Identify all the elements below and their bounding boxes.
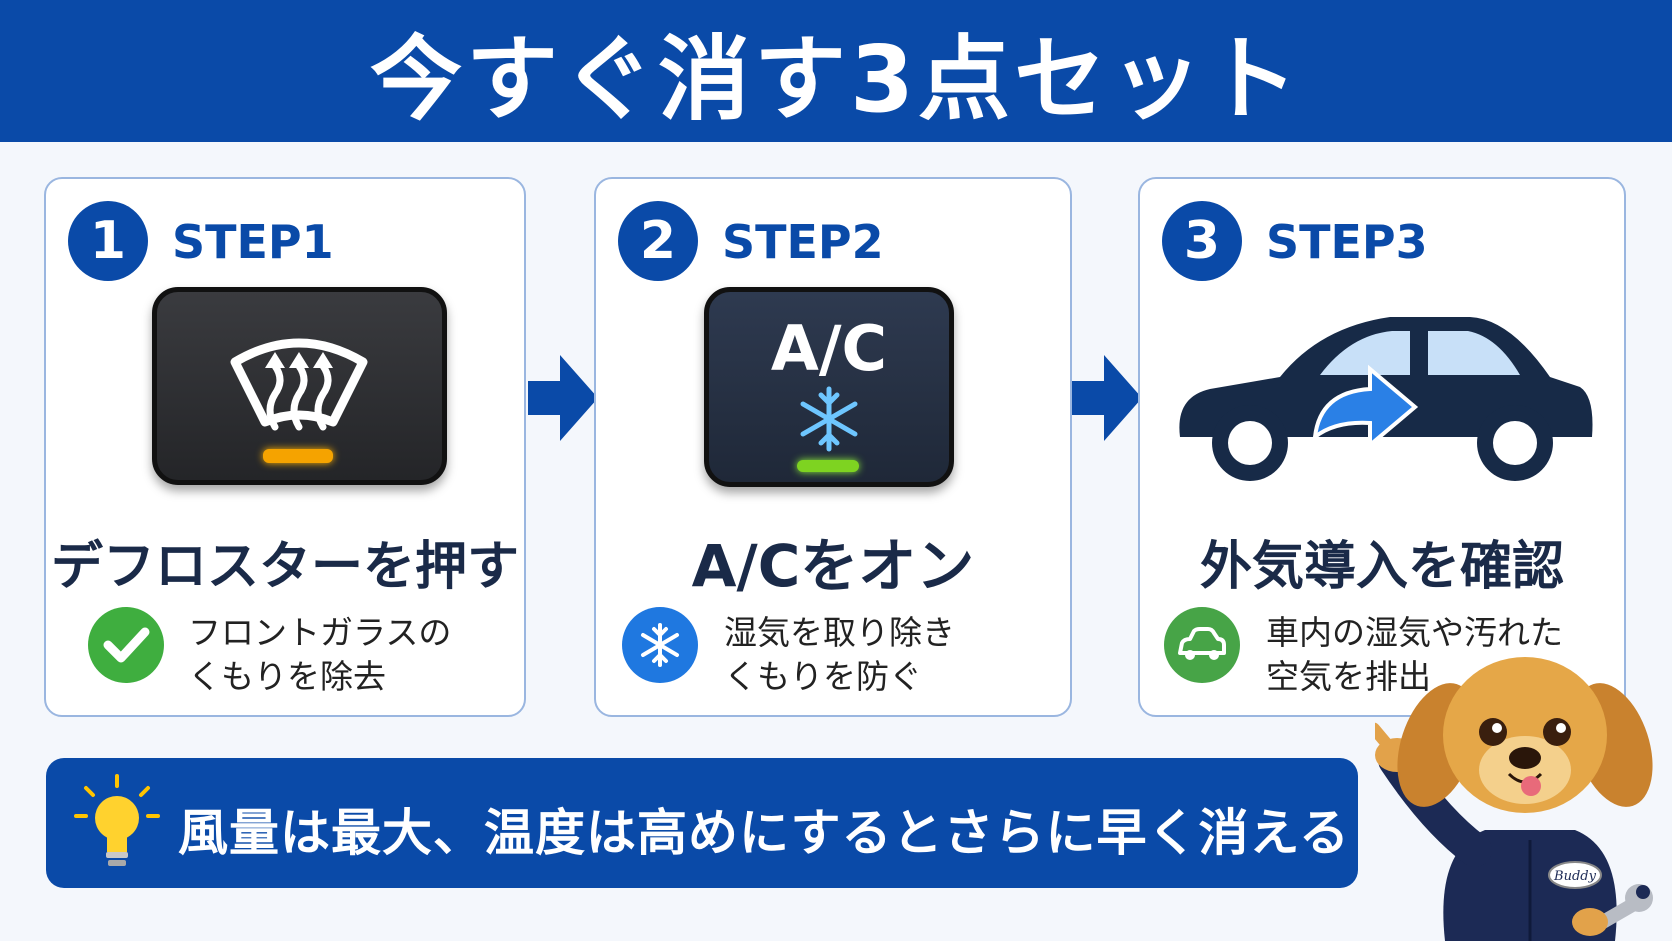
snowflake-icon — [622, 607, 698, 683]
ac-button-label: A/C — [770, 312, 888, 385]
lightbulb-icon — [74, 774, 160, 866]
tip-banner: 風量は最大、温度は高めにするとさらに早く消える — [46, 758, 1358, 888]
indicator-light — [263, 449, 333, 463]
snowflake-icon — [800, 386, 858, 452]
arrow-right-icon — [1072, 355, 1142, 441]
defroster-button — [152, 287, 447, 485]
defroster-icon — [230, 338, 368, 431]
step-label: STEP1 — [172, 215, 334, 269]
step-label: STEP3 — [1266, 215, 1428, 269]
step-title: 外気導入を確認 — [1199, 537, 1564, 597]
car-icon — [1164, 607, 1240, 683]
dog-mechanic-mascot: Buddy — [1375, 657, 1653, 941]
step-card-3: 3 STEP3 外気導入を確認 車内の湿気や汚れた 空気を排出 — [1138, 177, 1626, 717]
step-number-badge: 2 — [618, 201, 698, 281]
page-title: 今すぐ消す3点セット — [369, 25, 1302, 133]
step-number-badge: 1 — [68, 201, 148, 281]
step-title: デフロスターを押す — [50, 537, 519, 597]
header-banner: 今すぐ消す3点セット — [0, 0, 1672, 142]
tip-text: 風量は最大、温度は高めにするとさらに早く消える — [178, 804, 1350, 862]
check-icon — [88, 607, 164, 683]
step-title: A/Cをオン — [691, 532, 975, 600]
ac-button: A/C — [704, 287, 954, 487]
mascot-badge-text: Buddy — [1553, 869, 1597, 884]
step-number-badge: 3 — [1162, 201, 1242, 281]
indicator-light — [797, 460, 859, 472]
step-card-2: 2 STEP2 A/C A/Cをオン 湿気を取り除き くもりを防ぐ — [594, 177, 1072, 717]
car-fresh-air-icon — [1179, 317, 1593, 481]
step-card-1: 1 STEP1 デフロスターを押す フロントガラスの くもりを除去 — [44, 177, 526, 717]
step-note: フロントガラスの くもりを除去 — [188, 613, 452, 696]
step-note: 車内の湿気や汚れた 空気を排出 — [1266, 613, 1563, 696]
arrow-right-icon — [528, 355, 598, 441]
step-label: STEP2 — [722, 215, 884, 269]
step-note: 湿気を取り除き くもりを防ぐ — [724, 613, 955, 696]
